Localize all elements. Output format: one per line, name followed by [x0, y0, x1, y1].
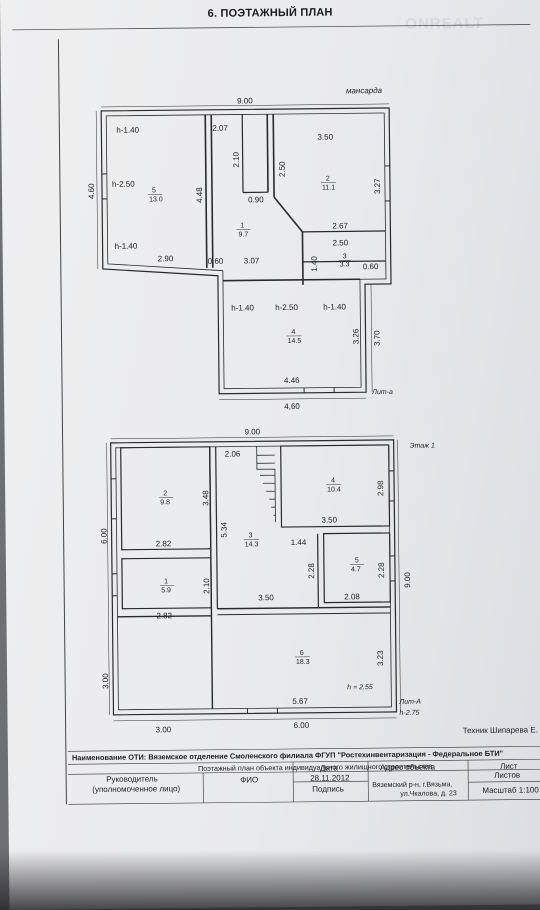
floor1-dim: 3.23	[376, 650, 385, 666]
attic-room-area: 14.5	[288, 338, 302, 345]
stamp-scale: Масштаб 1:100	[482, 785, 539, 795]
attic-room-num: 1	[240, 222, 244, 229]
floor1-dim: 2.06	[225, 450, 241, 459]
attic-dim: 3.50	[317, 133, 333, 142]
floor1-room-num: 6	[300, 650, 304, 657]
attic-plan	[95, 103, 392, 400]
attic-dim: 1.40	[310, 256, 319, 272]
floor1-dim: 5.67	[292, 697, 308, 706]
stamp-date: 28.11.2012	[310, 773, 350, 783]
attic-dim: 2.50	[333, 238, 349, 247]
attic-dim: 3.70	[372, 330, 381, 346]
floor1-dim: 3.48	[201, 490, 210, 506]
floor1-room-area: 4.7	[351, 566, 361, 573]
floor1-dim: 6.00	[294, 721, 310, 730]
floor1-lit: Лит-А	[398, 699, 421, 706]
floor1-dim: 9.00	[403, 572, 412, 588]
floor1-room-area: 5.9	[161, 587, 171, 594]
stamp-head2: (уполномоченное лицо)	[92, 784, 181, 795]
attic-dim: 0.60	[208, 257, 224, 266]
floor1-room-num: 3	[249, 532, 253, 539]
floor1-room-area: 18.3	[296, 659, 310, 666]
floor1-dim: 3.50	[321, 515, 337, 524]
floor1-label: Этаж 1	[410, 442, 435, 449]
stamp-grid	[67, 746, 540, 805]
stamp-addr1: Вяземский р-н, г.Вязьма,	[372, 781, 453, 790]
attic-h-label: h-1.40	[323, 302, 346, 311]
floor1-room-num: 2	[163, 490, 167, 497]
attic-room-num: 4	[291, 329, 295, 336]
attic-dim: 2.67	[332, 221, 348, 230]
stamp-head: Руководитель	[106, 774, 158, 784]
floor1-dim: 1.44	[291, 538, 307, 547]
floor1-room-num: 5	[355, 557, 359, 564]
attic-dim: 2.50	[278, 161, 287, 177]
floor1-dim: 2.10	[202, 578, 211, 594]
floor1-dim: 3.00	[156, 725, 172, 734]
floor1-lit-h: h-2.75	[399, 710, 419, 717]
floor1-dim: 2.28	[377, 562, 386, 578]
attic-dim: 3.26	[351, 328, 360, 344]
attic-room-area: 11.1	[322, 185, 335, 192]
attic-dim-top: 9.00	[237, 96, 253, 105]
attic-h-label: h-1.40	[116, 126, 139, 135]
floor1-room-num: 4	[331, 478, 335, 485]
stamp-fio: ФИО	[240, 775, 259, 785]
floor1-dim: 2.28	[307, 563, 316, 579]
stamp-sheet: Лист	[500, 761, 518, 771]
attic-h-label: h-2.50	[275, 303, 298, 312]
attic-room-num: 2	[326, 176, 330, 183]
attic-dim: 0.90	[248, 195, 264, 204]
frame-top-line	[12, 24, 531, 31]
attic-dim-bottom: 4,60	[284, 402, 300, 411]
stamp-sign: Подпись	[312, 784, 344, 794]
attic-dim: 4.48	[195, 187, 204, 203]
attic-dim-left: 4.60	[87, 183, 96, 199]
attic-room-num: 3	[343, 253, 347, 260]
frame-left-line	[57, 39, 67, 805]
attic-dim: 2.07	[212, 124, 228, 133]
attic-room-area: 13.0	[149, 196, 163, 203]
stamp-date-label: Дата	[320, 763, 338, 773]
floor1-dim: 3.50	[258, 593, 274, 602]
attic-dim: 4.46	[284, 376, 300, 385]
floor1-plan	[106, 435, 401, 722]
floor1-room-area: 9.8	[160, 499, 170, 506]
attic-dim: 3.27	[373, 178, 382, 194]
floor1-dim: 5.34	[219, 522, 228, 538]
attic-dim: 0.60	[363, 262, 379, 271]
attic-h-label: h-1.40	[115, 242, 138, 251]
attic-dim: 2.10	[232, 151, 241, 167]
floor1-room-area: 14.3	[245, 541, 259, 548]
floor1-dim: 2.98	[376, 480, 385, 496]
attic-dim: 2.90	[158, 254, 174, 263]
technician-label: Техник Шипарева Е.	[463, 725, 538, 735]
stamp-sheets: Листов	[494, 770, 521, 780]
floor1-room-h: h = 2.55	[347, 684, 373, 691]
stamp-addr-label: Адрес объекта	[380, 762, 436, 773]
floor1-room-area: 10.4	[327, 486, 341, 493]
attic-h-label: h-2.50	[112, 180, 135, 189]
attic-room-area: 9.7	[238, 231, 248, 238]
attic-lit: Лит-а	[371, 389, 393, 396]
floor1-dim: 2.08	[344, 592, 360, 601]
attic-room-area: 3.3	[340, 261, 350, 268]
floor1-dim: 3.00	[101, 673, 110, 689]
bottom-shadow	[0, 850, 540, 910]
attic-label: мансарда	[346, 86, 383, 95]
floor1-room-num: 1	[164, 578, 168, 585]
attic-dim: 3.07	[244, 256, 260, 265]
floor1-dim: 2.82	[156, 611, 172, 620]
floor1-dim: 2.82	[156, 539, 172, 548]
floor1-dim: 6.00	[100, 528, 109, 544]
attic-room-num: 5	[152, 187, 156, 194]
attic-h-label: h-1.40	[231, 303, 254, 312]
floor1-dim-top: 9.00	[244, 427, 260, 436]
stamp-addr2: ул.Чкалова, д. 23	[400, 790, 457, 798]
